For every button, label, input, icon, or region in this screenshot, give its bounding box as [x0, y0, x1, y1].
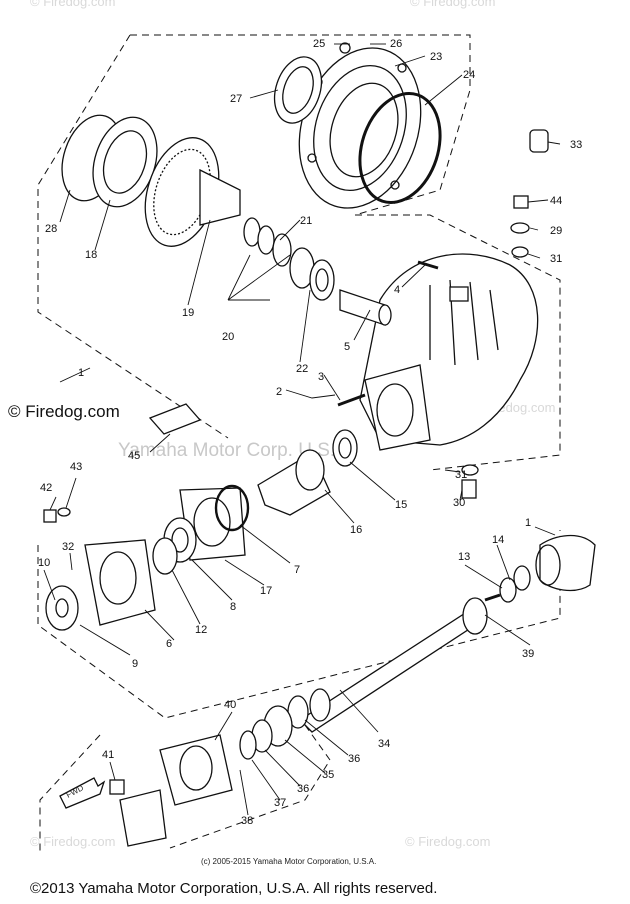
callout-34: 34	[378, 738, 390, 750]
fwd-arrow: FWD	[59, 777, 106, 809]
callout-14: 14	[492, 534, 504, 546]
housing-6	[84, 539, 156, 626]
callout-21: 21	[300, 215, 312, 227]
callout-31-bottom: 31	[455, 469, 467, 481]
watermark-firedog-top-left: © Firedog.com	[30, 0, 115, 9]
final-gear-case	[359, 253, 539, 451]
callout-38: 38	[241, 815, 253, 827]
callout-35: 35	[322, 769, 334, 781]
cap-33	[529, 129, 549, 153]
callout-39: 39	[522, 648, 534, 660]
callout-1-top: 1	[78, 367, 84, 379]
washer-31-top	[511, 246, 529, 258]
clip-13	[499, 577, 517, 603]
washer-43	[57, 507, 71, 517]
bearing-36-35-37	[239, 705, 293, 760]
washer-29	[510, 222, 530, 234]
callout-32: 32	[62, 541, 74, 553]
callout-30: 30	[453, 497, 465, 509]
callout-41: 41	[102, 749, 114, 761]
bearing-12	[152, 537, 178, 575]
callout-23: 23	[430, 51, 442, 63]
flange-38	[119, 789, 167, 847]
pin-3	[337, 393, 366, 407]
watermark-firedog-bottom-left: © Firedog.com	[30, 834, 115, 849]
callout-13: 13	[458, 551, 470, 563]
callout-36-b: 36	[297, 783, 309, 795]
callout-labels: 25 26 23 24 27 28 18 19 21 20 22 33 44 2…	[38, 38, 582, 827]
stud-4	[417, 260, 439, 270]
watermark-firedog-top-right: © Firedog.com	[410, 0, 495, 9]
washer-31-bottom	[461, 464, 479, 476]
bolt-42	[43, 509, 57, 523]
drive-shaft-39	[298, 593, 501, 733]
bolt-41	[109, 779, 125, 795]
callout-17: 17	[260, 585, 272, 597]
callout-28: 28	[45, 223, 57, 235]
callout-10: 10	[38, 557, 50, 569]
callout-7: 7	[294, 564, 300, 576]
oil-seal-27	[273, 56, 323, 124]
footer-copyright: ©2013 Yamaha Motor Corporation, U.S.A. A…	[30, 880, 437, 897]
callout-24: 24	[463, 69, 475, 81]
callout-2: 2	[276, 386, 282, 398]
plate-45	[148, 403, 202, 435]
bearing-15	[332, 429, 358, 467]
shims-20-21	[243, 217, 292, 267]
callout-27: 27	[230, 93, 242, 105]
callout-42: 42	[40, 482, 52, 494]
spline-34	[287, 688, 331, 729]
callout-26: 26	[390, 38, 402, 50]
pin-5	[339, 289, 392, 326]
callout-45: 45	[128, 450, 140, 462]
callout-37: 37	[274, 797, 286, 809]
callout-40: 40	[224, 699, 236, 711]
bearing-22	[289, 247, 335, 301]
small-copyright: (c) 2005-2015 Yamaha Motor Corporation, …	[201, 857, 376, 866]
callout-20: 20	[222, 331, 234, 343]
callout-36-a: 36	[348, 753, 360, 765]
callout-12: 12	[195, 624, 207, 636]
boot-1	[535, 534, 596, 592]
callout-33: 33	[570, 139, 582, 151]
watermark-firedog-bottom-right: © Firedog.com	[405, 834, 490, 849]
callout-25: 25	[313, 38, 325, 50]
o-ring-24	[358, 91, 442, 205]
callout-8: 8	[230, 601, 236, 613]
callout-44: 44	[550, 195, 562, 207]
callout-4: 4	[394, 284, 400, 296]
watermark-yamaha: Yamaha Motor Corp. U.S.A.	[118, 440, 353, 461]
callout-6: 6	[166, 638, 172, 650]
callout-16: 16	[350, 524, 362, 536]
callout-9: 9	[132, 658, 138, 670]
clip-14	[513, 565, 531, 591]
callout-3: 3	[318, 371, 324, 383]
callout-18: 18	[85, 249, 97, 261]
callout-43: 43	[70, 461, 82, 473]
bearing-housing-23	[298, 42, 422, 209]
coupling-10	[45, 585, 79, 631]
leader-lines	[43, 43, 561, 816]
bolt-44	[513, 195, 529, 209]
callout-5: 5	[344, 341, 350, 353]
callout-1-right: 1	[525, 517, 531, 529]
o-ring-7	[214, 484, 250, 532]
bevel-housing-40	[159, 734, 233, 806]
callout-22: 22	[296, 363, 308, 375]
ring-gear-19	[144, 137, 241, 247]
pinion-gear-16	[257, 449, 331, 516]
firedog-label: © Firedog.com	[8, 402, 120, 421]
callout-19: 19	[182, 307, 194, 319]
bolt-30	[461, 479, 477, 499]
callout-31-top: 31	[550, 253, 562, 265]
callout-15: 15	[395, 499, 407, 511]
callout-29: 29	[550, 225, 562, 237]
